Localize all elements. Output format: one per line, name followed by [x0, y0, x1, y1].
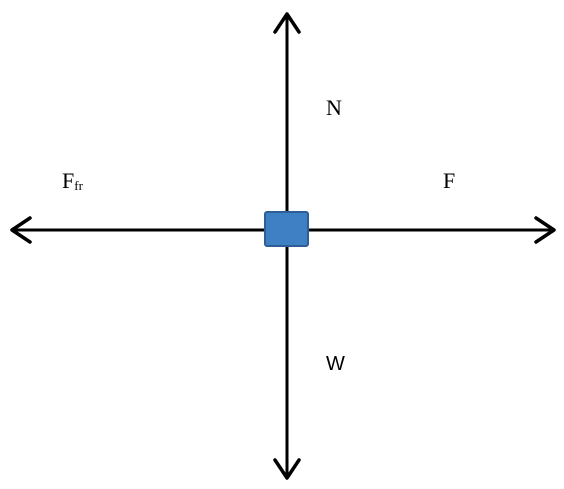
- friction-force-label: Ffr: [62, 168, 83, 193]
- weight-label: W: [326, 353, 345, 375]
- weight-arrowhead: [273, 458, 301, 480]
- normal-force-arrowhead: [273, 12, 301, 34]
- friction-force-symbol: F: [62, 168, 75, 193]
- applied-force-label: F: [443, 168, 456, 193]
- object-box: [264, 211, 309, 247]
- friction-force-subscript: fr: [74, 178, 83, 193]
- friction-arrowhead: [10, 216, 32, 244]
- applied-force-arrowhead: [534, 216, 556, 244]
- normal-force-label: N: [326, 95, 342, 120]
